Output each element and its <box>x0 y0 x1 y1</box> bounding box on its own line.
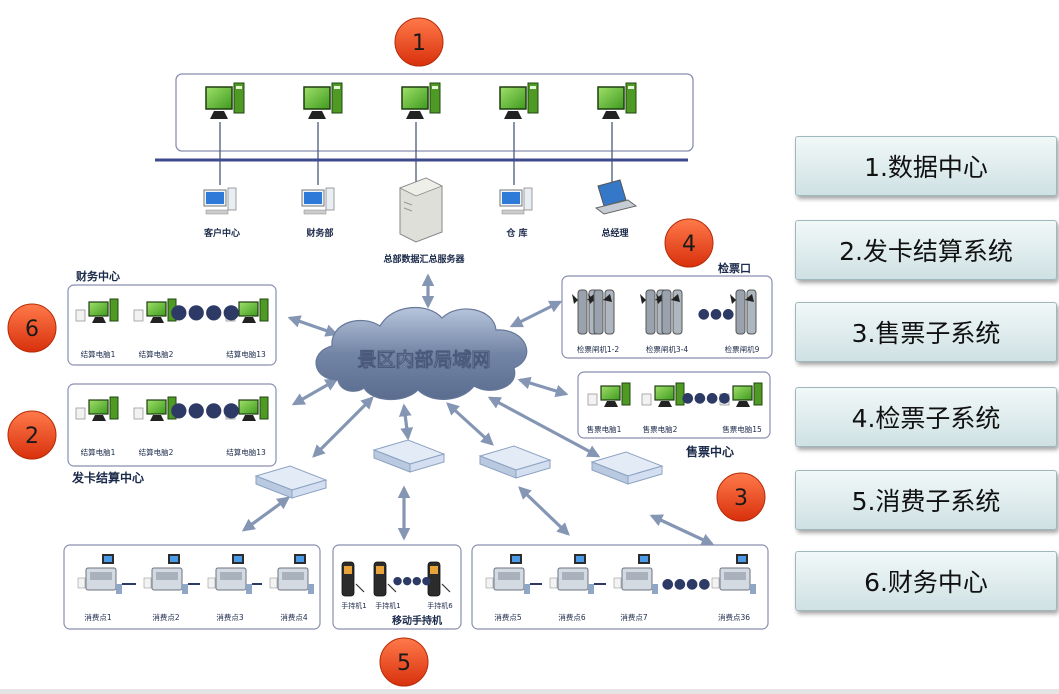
client-label: 财务部 <box>305 227 333 239</box>
consume-label: 消费点5 <box>494 612 521 622</box>
card-settlement-panel <box>67 383 277 467</box>
consume-label: 消费点6 <box>558 612 585 622</box>
badge-3: 3 <box>716 472 766 522</box>
sale-pcs <box>587 382 763 408</box>
svg-text:6: 6 <box>25 317 39 342</box>
badge-1: 1 <box>394 17 444 67</box>
pc-label: 结算电脑13 <box>226 349 266 359</box>
pc-label: 结算电脑2 <box>139 447 174 457</box>
consume-label: 消费点36 <box>718 612 750 622</box>
legend-item-ticket-sale[interactable]: 3.售票子系统 <box>795 302 1057 362</box>
ellipsis-dots: ●●●● <box>170 397 240 421</box>
lan-cloud: 景区内部局域网 <box>315 306 528 401</box>
card-settlement-title: 发卡结算中心 <box>71 470 144 485</box>
pc-label: 售票电脑1 <box>587 424 622 434</box>
svg-text:4: 4 <box>682 232 696 257</box>
handheld-label: 手持机6 <box>427 601 453 610</box>
client-devices <box>203 177 638 243</box>
handheld-title: 移动手持机 <box>392 614 442 627</box>
consume-label: 消费点2 <box>152 612 179 622</box>
consume-label: 消费点7 <box>620 612 647 622</box>
badge-6: 6 <box>7 303 57 353</box>
ellipsis-dots: ●●●● <box>662 576 711 592</box>
svg-text:3: 3 <box>734 486 748 511</box>
legend-item-consumption[interactable]: 5.消费子系统 <box>795 470 1057 530</box>
svg-text:5: 5 <box>397 651 411 676</box>
pc-label: 结算电脑13 <box>226 447 266 457</box>
pc-label: 结算电脑1 <box>81 349 116 359</box>
svg-text:1: 1 <box>412 31 426 56</box>
pc-label: 售票电脑2 <box>643 424 678 434</box>
handheld-label: 手持机1 <box>341 601 366 610</box>
laptop-icon <box>594 179 638 215</box>
pc-label: 售票电脑15 <box>722 424 762 434</box>
legend-item-datacenter[interactable]: 1.数据中心 <box>795 136 1057 196</box>
registers-right <box>485 553 757 595</box>
server-label: 总部数据汇总服务器 <box>383 253 465 265</box>
gate-label: 检票闸机3-4 <box>646 344 688 354</box>
consume-label: 消费点4 <box>280 612 307 622</box>
client-label: 总经理 <box>601 227 628 239</box>
handheld-panel <box>332 544 462 630</box>
gate-label: 检票闸机1-2 <box>577 344 619 354</box>
registers-left <box>77 553 315 595</box>
bottom-divider <box>0 689 1059 694</box>
ellipsis-dots: ●●● <box>698 306 735 322</box>
finance-panel <box>67 284 277 366</box>
legend-item-finance[interactable]: 6.财务中心 <box>795 551 1057 611</box>
server-icon <box>399 177 443 243</box>
svg-text:2: 2 <box>25 424 39 449</box>
badge-4: 4 <box>664 218 714 268</box>
client-label: 客户中心 <box>203 227 240 239</box>
network-switches <box>255 439 663 499</box>
ticket-sale-title: 售票中心 <box>686 444 734 459</box>
pc-label: 结算电脑1 <box>81 447 116 457</box>
consume-left-panel <box>63 544 321 630</box>
badge-2: 2 <box>7 410 57 460</box>
cloud-label: 景区内部局域网 <box>357 348 490 371</box>
handheld-label: 手持机1 <box>375 601 400 610</box>
ticket-sale-panel <box>577 371 771 439</box>
legend-item-card-settlement[interactable]: 2.发卡结算系统 <box>795 220 1057 280</box>
datacenter-pcs <box>205 82 637 120</box>
badge-5: 5 <box>379 637 429 687</box>
consume-label: 消费点1 <box>84 612 111 622</box>
finance-title: 财务中心 <box>75 269 120 283</box>
consume-right-panel <box>471 544 769 630</box>
consume-label: 消费点3 <box>216 612 243 622</box>
datacenter-bus <box>219 122 613 185</box>
pc-label: 结算电脑2 <box>139 349 174 359</box>
client-label: 仓 库 <box>505 227 527 239</box>
ticket-check-title: 检票口 <box>718 261 751 275</box>
ellipsis-dots: ●●●● <box>682 390 731 406</box>
gate-label: 检票闸机9 <box>725 344 760 354</box>
ticket-check-panel <box>561 275 773 359</box>
ellipsis-dots: ●●●● <box>393 574 431 587</box>
connection-arrows <box>241 273 715 546</box>
datacenter-panel <box>175 73 694 152</box>
legend-item-ticket-check[interactable]: 4.检票子系统 <box>795 387 1057 447</box>
ellipsis-dots: ●●●● <box>170 299 240 323</box>
